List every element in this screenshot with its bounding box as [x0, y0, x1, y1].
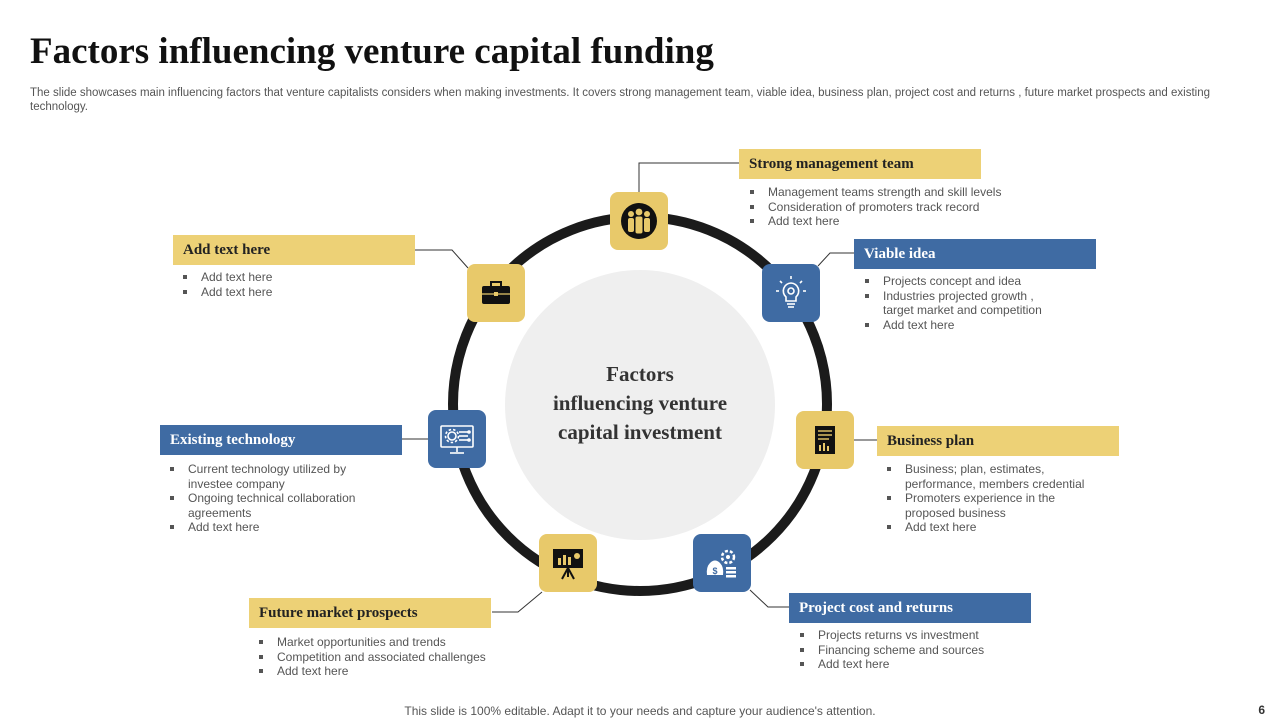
page-subtitle: The slide showcases main influencing fac…	[30, 87, 1210, 113]
list-item: Management teams strength and skill leve…	[748, 185, 1038, 200]
list-item: Add text here	[257, 664, 537, 679]
node-viable-idea	[762, 264, 820, 322]
label-business-plan: Business plan	[877, 426, 1119, 456]
list-item: Projects concept and idea	[863, 274, 1123, 289]
page-number: 6	[1258, 703, 1265, 717]
list-item-continuation: performance, members credential	[905, 476, 1085, 491]
money-gear-icon: $	[706, 549, 736, 578]
center-disc	[505, 270, 775, 540]
node-project-cost: $	[693, 534, 751, 592]
list-item: Projects returns vs investment	[798, 628, 1058, 643]
list-item: Consideration of promoters track record	[748, 200, 1038, 215]
label-existing-tech: Existing technology	[160, 425, 402, 455]
list-item: Add text here	[863, 318, 1123, 333]
bullets-business-plan: Business; plan, estimates, performance, …	[885, 462, 1145, 535]
connector-viable-idea	[817, 252, 855, 267]
list-item: Market opportunities and trends	[257, 635, 537, 650]
list-item: Ongoing technical collaboration	[168, 491, 408, 506]
lightbulb-icon	[776, 276, 806, 308]
bullets-strong-management: Management teams strength and skill leve…	[748, 185, 1038, 229]
node-strong-management	[610, 192, 668, 250]
list-item: target market and competition	[883, 303, 1042, 317]
team-icon	[621, 203, 657, 239]
connector-future-market	[492, 591, 543, 613]
label-project-cost: Project cost and returns	[789, 593, 1031, 623]
list-item: Competition and associated challenges	[257, 650, 537, 665]
list-item: Promoters experience in the	[885, 491, 1145, 506]
bullets-existing-tech: Current technology utilized by investee …	[168, 462, 408, 535]
label-add-text: Add text here	[173, 235, 415, 265]
bullets-project-cost: Projects returns vs investment Financing…	[798, 628, 1058, 672]
list-item: Add text here	[181, 270, 381, 285]
tech-monitor-icon	[440, 425, 474, 454]
list-item: Add text here	[181, 285, 381, 300]
list-item: Industries projected growth ,	[863, 289, 1123, 304]
list-item: Add text here	[168, 520, 408, 535]
list-item-continuation: investee company	[188, 476, 285, 491]
node-future-market	[539, 534, 597, 592]
list-item: Add text here	[885, 520, 1145, 535]
list-item: Add text here	[748, 214, 1038, 229]
node-business-plan	[796, 411, 854, 469]
label-viable-idea: Viable idea	[854, 239, 1096, 269]
center-title: Factors influencing venture capital inve…	[552, 362, 728, 444]
list-item: Current technology utilized by	[168, 462, 408, 477]
label-future-market: Future market prospects	[249, 598, 491, 628]
node-existing-tech	[428, 410, 486, 468]
list-item-continuation: proposed business	[905, 505, 1006, 520]
bullets-viable-idea: Projects concept and idea Industries pro…	[863, 274, 1123, 332]
connector-add-text	[414, 249, 469, 269]
document-icon	[815, 426, 835, 454]
connector-project-cost	[749, 589, 790, 608]
briefcase-icon	[482, 281, 510, 304]
label-strong-management: Strong management team	[739, 149, 981, 179]
bullets-add-text: Add text here Add text here	[181, 270, 381, 299]
list-item: Add text here	[798, 657, 1058, 672]
list-item: Financing scheme and sources	[798, 643, 1058, 658]
presentation-icon	[553, 549, 583, 580]
list-item: Business; plan, estimates,	[885, 462, 1145, 477]
node-add-text	[467, 264, 525, 322]
page-title: Factors influencing venture capital fund…	[30, 31, 714, 72]
bullets-future-market: Market opportunities and trends Competit…	[257, 635, 537, 679]
svg-text:$: $	[712, 566, 717, 576]
connector-management	[638, 162, 740, 192]
footer-note: This slide is 100% editable. Adapt it to…	[404, 704, 876, 718]
list-item-continuation: agreements	[188, 505, 252, 520]
